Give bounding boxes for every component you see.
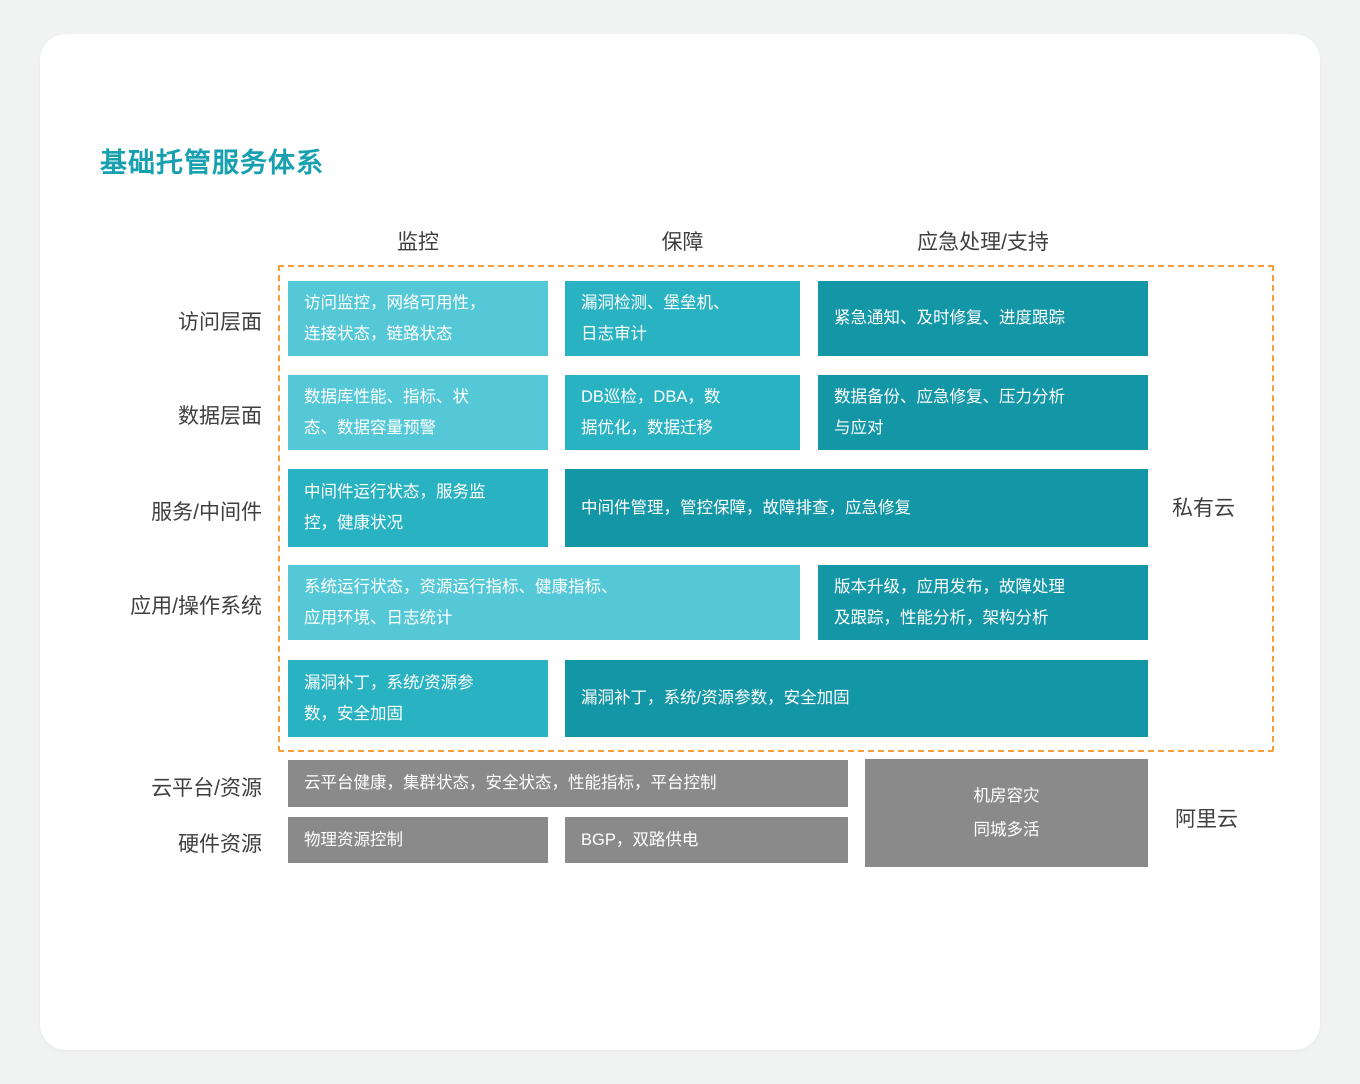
column-header-monitoring: 监控: [397, 231, 439, 254]
cell-app-emergency: 版本升级，应用发布，故障处理 及跟踪，性能分析，架构分析: [818, 565, 1148, 640]
page-title: 基础托管服务体系: [100, 148, 324, 178]
cell-data-monitoring: 数据库性能、指标、状 态、数据容量预警: [288, 375, 548, 450]
cell-patch-guarantee-emergency: 漏洞补丁，系统/资源参数，安全加固: [565, 660, 1148, 737]
cell-datacenter-disaster-recovery: 机房容灾 同城多活: [865, 759, 1148, 867]
column-header-emergency: 应急处理/支持: [917, 231, 1049, 254]
cell-access-guarantee: 漏洞检测、堡垒机、 日志审计: [565, 281, 800, 356]
row-label-hardware: 硬件资源: [178, 833, 262, 856]
side-label-alicloud: 阿里云: [1175, 808, 1238, 831]
side-label-private-cloud: 私有云: [1172, 497, 1235, 520]
cell-cloud-platform: 云平台健康，集群状态，安全状态，性能指标，平台控制: [288, 760, 848, 807]
cell-data-emergency: 数据备份、应急修复、压力分析 与应对: [818, 375, 1148, 450]
row-label-service: 服务/中间件: [151, 501, 262, 524]
cell-service-guarantee-emergency: 中间件管理，管控保障，故障排查，应急修复: [565, 469, 1148, 547]
cell-data-guarantee: DB巡检，DBA，数 据优化，数据迁移: [565, 375, 800, 450]
private-cloud-dashed-frame: [278, 265, 1274, 752]
row-label-app: 应用/操作系统: [130, 595, 262, 618]
row-label-cloud-platform: 云平台/资源: [151, 777, 262, 800]
cell-service-monitoring: 中间件运行状态，服务监 控，健康状况: [288, 469, 548, 547]
cell-hardware-guarantee: BGP，双路供电: [565, 817, 848, 863]
row-label-access: 访问层面: [178, 311, 262, 334]
cell-hardware-monitoring: 物理资源控制: [288, 817, 548, 863]
row-label-data: 数据层面: [178, 405, 262, 428]
column-header-guarantee: 保障: [661, 231, 704, 254]
cell-app-monitoring-guarantee: 系统运行状态，资源运行指标、健康指标、 应用环境、日志统计: [288, 565, 800, 640]
cell-patch-monitoring: 漏洞补丁，系统/资源参 数，安全加固: [288, 660, 548, 737]
cell-access-monitoring: 访问监控，网络可用性， 连接状态，链路状态: [288, 281, 548, 356]
cell-access-emergency: 紧急通知、及时修复、进度跟踪: [818, 281, 1148, 356]
